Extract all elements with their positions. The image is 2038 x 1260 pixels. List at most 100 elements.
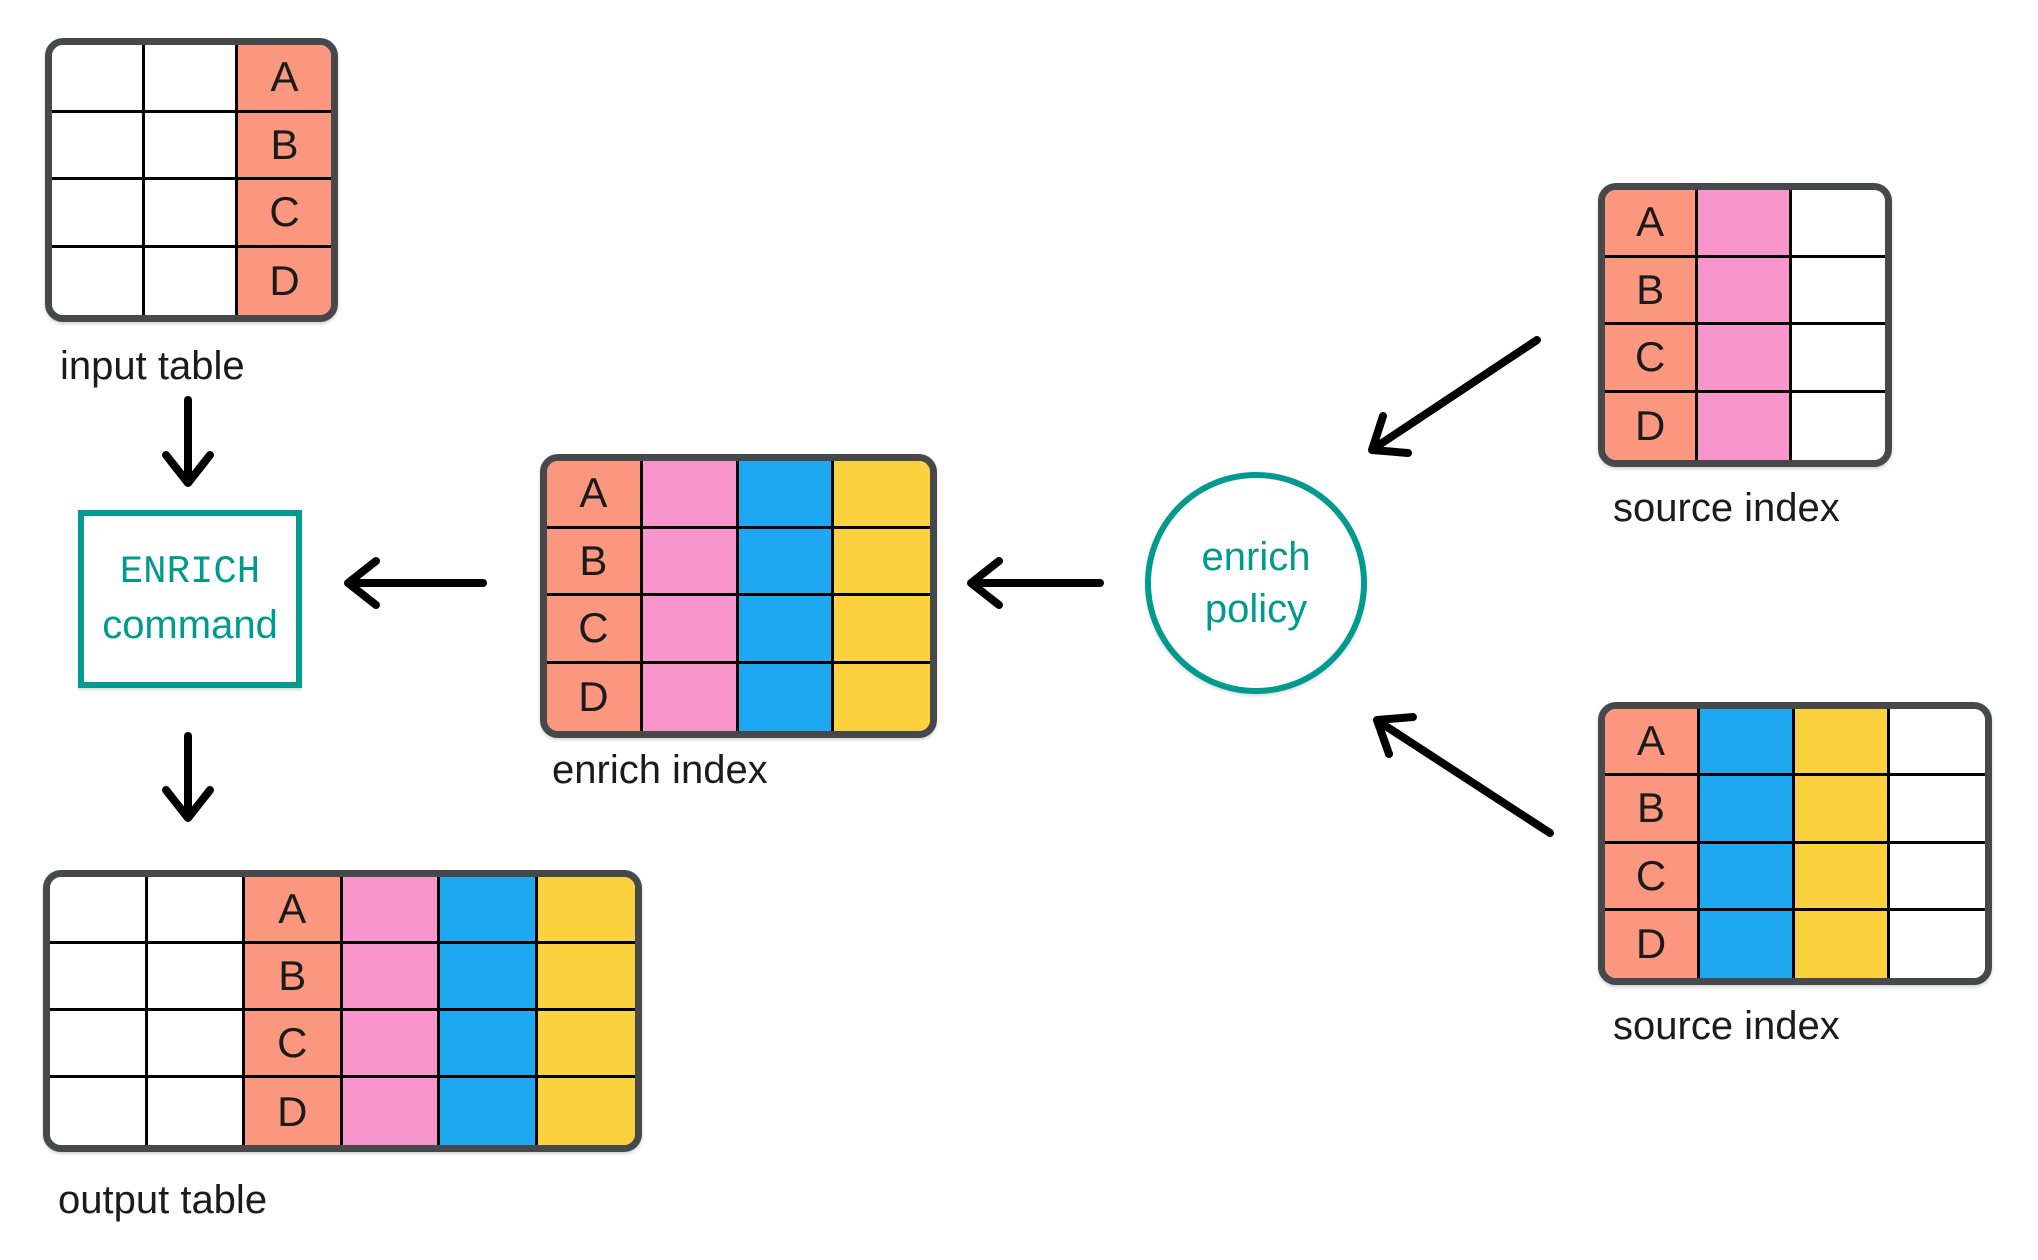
data-cell [145,247,238,315]
key-cell: D [547,663,643,731]
data-cell [537,877,635,944]
data-cell [145,180,238,248]
data-cell [440,1011,538,1078]
arrow-enrich-command-to-output-table [162,732,214,822]
data-cell [1795,709,1890,777]
data-cell [342,1078,440,1145]
data-cell [1698,257,1792,325]
key-cell: A [238,45,331,113]
data-cell [145,112,238,180]
key-cell: D [245,1078,343,1145]
key-cell: C [245,1011,343,1078]
data-cell [440,1078,538,1145]
arrow-enrich-index-to-enrich-command [344,557,487,609]
data-cell [834,663,930,731]
key-cell: D [1605,910,1700,978]
data-cell [52,45,145,113]
source-index-top-label: source index [1613,486,1840,530]
data-cell [1700,910,1795,978]
enrich-policy-line1: enrich [1201,535,1311,579]
data-cell [1890,709,1985,777]
output-table-label: output table [58,1178,268,1222]
arrow-source-index-top-to-enrich-policy [1368,336,1541,457]
data-cell [1698,392,1792,460]
enrich-index-label: enrich index [552,748,768,792]
data-cell [145,45,238,113]
data-cell [642,461,739,529]
arrow-enrich-policy-to-enrich-index [967,557,1104,609]
data-cell [147,944,245,1011]
key-cell: A [1605,709,1700,777]
data-cell [52,112,145,180]
data-cell [1795,843,1890,911]
data-cell [1890,776,1985,844]
key-cell: B [245,944,343,1011]
data-cell [738,461,835,529]
data-cell [642,596,739,664]
arrow-input-table-to-enrich-command [162,396,214,487]
data-cell [642,528,739,596]
enrich-command-line2: command [102,603,278,648]
data-cell [738,663,835,731]
arrow-source-index-bottom-to-enrich-policy [1373,713,1554,837]
data-cell [342,877,440,944]
data-cell [537,1078,635,1145]
data-cell [1791,392,1885,460]
data-cell [342,1011,440,1078]
input-table-label: input table [60,344,245,388]
key-cell: A [547,461,643,529]
data-cell [1791,257,1885,325]
data-cell [1700,843,1795,911]
key-cell: B [1605,776,1700,844]
key-cell: C [547,596,643,664]
enrich-policy-node: enrich policy [1145,472,1367,694]
data-cell [834,596,930,664]
key-cell: B [1605,257,1699,325]
data-cell [1795,776,1890,844]
data-cell [1700,776,1795,844]
data-cell [1698,190,1792,258]
data-cell [342,944,440,1011]
data-cell [52,247,145,315]
data-cell [1698,325,1792,393]
data-cell [147,1078,245,1145]
data-cell [440,944,538,1011]
data-cell [537,1011,635,1078]
data-cell [738,596,835,664]
data-cell [1791,325,1885,393]
data-cell [52,180,145,248]
key-cell: B [547,528,643,596]
key-cell: A [245,877,343,944]
key-cell: A [1605,190,1699,258]
data-cell [147,1011,245,1078]
data-cell [537,944,635,1011]
key-cell: D [1605,392,1699,460]
data-cell [50,1011,148,1078]
key-cell: D [238,247,331,315]
data-cell [738,528,835,596]
key-cell: B [238,112,331,180]
data-cell [50,1078,148,1145]
key-cell: C [1605,843,1700,911]
data-cell [440,877,538,944]
data-cell [834,461,930,529]
key-cell: C [238,180,331,248]
data-cell [50,944,148,1011]
data-cell [642,663,739,731]
data-cell [834,528,930,596]
data-cell [1890,843,1985,911]
enrich-policy-line2: policy [1204,587,1308,631]
data-cell [1795,910,1890,978]
key-cell: C [1605,325,1699,393]
data-cell [50,877,148,944]
data-cell [147,877,245,944]
enrich-command-line1: ENRICH [119,549,261,594]
enrich-command-node: ENRICH command [78,510,302,688]
source-index-bottom-label: source index [1613,1004,1840,1048]
